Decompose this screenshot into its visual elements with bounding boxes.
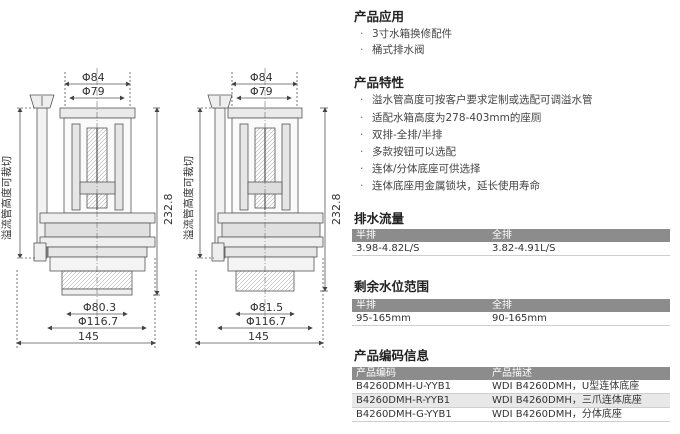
feature-item: ·连体底座用金属锁块，延长使用寿命 bbox=[360, 180, 540, 192]
table-header-cell: 半排 bbox=[352, 229, 488, 242]
right-dim-bottom-outer: Φ116.7 bbox=[246, 315, 286, 328]
right-dim-top-outer: Φ84 bbox=[250, 71, 273, 84]
table-header-cell: 全排 bbox=[488, 299, 670, 312]
application-title: 产品应用 bbox=[354, 9, 405, 24]
right-view-labels: Φ84 Φ79 Φ81.5 Φ116.7 145 232.8 溢流管高度可裁切 bbox=[182, 71, 343, 343]
table-header-row: 半排 全排 bbox=[352, 229, 670, 242]
table-cell: B4260DMH-G-YYB1 bbox=[352, 407, 488, 422]
table-cell: WDI B4260DMH，U型连体底座 bbox=[488, 380, 670, 394]
left-dim-height: 232.8 bbox=[162, 194, 175, 226]
product-info-panel: 产品应用 ·3寸水箱换修配件 ·桶式排水阀 产品特性 ·溢水管高度可按客户要求定… bbox=[352, 0, 680, 430]
feature-item: ·多款按钮可以选配 bbox=[360, 146, 456, 158]
feature-item: ·溢水管高度可按客户要求定制或选配可调溢水管 bbox=[360, 94, 593, 106]
table-cell: WDI B4260DMH，分体底座 bbox=[488, 407, 670, 422]
feature-item: ·连体/分体底座可供选择 bbox=[360, 163, 481, 175]
table-header-cell: 产品编码 bbox=[352, 367, 488, 380]
left-dim-top-inner: Φ79 bbox=[82, 85, 105, 98]
feature-item: ·双排-全排/半排 bbox=[360, 129, 443, 141]
water-level-table: 半排 全排 95-165mm 90-165mm bbox=[352, 299, 670, 326]
table-cell: 3.98-4.82L/S bbox=[352, 242, 488, 256]
left-dim-top-outer: Φ84 bbox=[82, 71, 105, 84]
table-header-row: 产品编码 产品描述 bbox=[352, 367, 670, 380]
table-row: B4260DMH-G-YYB1 WDI B4260DMH，分体底座 bbox=[352, 407, 670, 422]
right-valve-view bbox=[195, 68, 328, 350]
water-level-title: 剩余水位范围 bbox=[354, 279, 430, 294]
left-dim-width: 145 bbox=[78, 330, 99, 343]
table-cell: B4260DMH-U-YYB1 bbox=[352, 380, 488, 394]
features-title: 产品特性 bbox=[354, 75, 405, 90]
application-item: ·桶式排水阀 bbox=[360, 44, 425, 56]
table-cell: 90-165mm bbox=[488, 312, 670, 326]
table-cell: 95-165mm bbox=[352, 312, 488, 326]
right-side-label: 溢流管高度可裁切 bbox=[182, 156, 195, 240]
feature-item: ·适配水箱高度为278-403mm的座厕 bbox=[360, 112, 542, 124]
right-dim-bottom-inner: Φ81.5 bbox=[250, 301, 283, 314]
table-row: B4260DMH-U-YYB1 WDI B4260DMH，U型连体底座 bbox=[352, 380, 670, 394]
table-header-cell: 全排 bbox=[488, 229, 670, 242]
left-valve-view bbox=[16, 68, 160, 350]
table-header-cell: 产品描述 bbox=[488, 367, 670, 380]
left-dim-bottom-inner: Φ80.3 bbox=[83, 301, 116, 314]
left-view-labels: Φ84 Φ79 Φ80.3 Φ116.7 145 232.8 溢流管高度可裁切 bbox=[0, 71, 175, 343]
technical-drawing: Φ84 Φ79 Φ80.3 Φ116.7 145 232.8 溢流管高度可裁切 bbox=[0, 68, 343, 350]
application-item: ·3寸水箱换修配件 bbox=[360, 28, 453, 40]
table-cell: WDI B4260DMH，三爪连体底座 bbox=[488, 393, 670, 408]
table-row: 3.98-4.82L/S 3.82-4.91L/S bbox=[352, 242, 670, 256]
drawing-canvas: Φ84 Φ79 Φ80.3 Φ116.7 145 232.8 溢流管高度可裁切 bbox=[0, 68, 343, 350]
table-cell: 3.82-4.91L/S bbox=[488, 242, 670, 256]
table-row: B4260DMH-R-YYB1 WDI B4260DMH，三爪连体底座 bbox=[352, 393, 670, 408]
right-dim-top-inner: Φ79 bbox=[250, 85, 273, 98]
table-header-row: 半排 全排 bbox=[352, 299, 670, 312]
table-header-cell: 半排 bbox=[352, 299, 488, 312]
left-dim-bottom-outer: Φ116.7 bbox=[78, 315, 118, 328]
codes-table: 产品编码 产品描述 B4260DMH-U-YYB1 WDI B4260DMH，U… bbox=[352, 367, 670, 422]
table-cell: B4260DMH-R-YYB1 bbox=[352, 393, 488, 408]
right-dim-width: 145 bbox=[248, 330, 269, 343]
table-row: 95-165mm 90-165mm bbox=[352, 312, 670, 326]
right-dim-height: 232.8 bbox=[330, 194, 343, 226]
flow-table: 半排 全排 3.98-4.82L/S 3.82-4.91L/S bbox=[352, 229, 670, 256]
flow-title: 排水流量 bbox=[354, 211, 405, 226]
codes-title: 产品编码信息 bbox=[354, 348, 430, 363]
left-side-label: 溢流管高度可裁切 bbox=[0, 156, 13, 240]
